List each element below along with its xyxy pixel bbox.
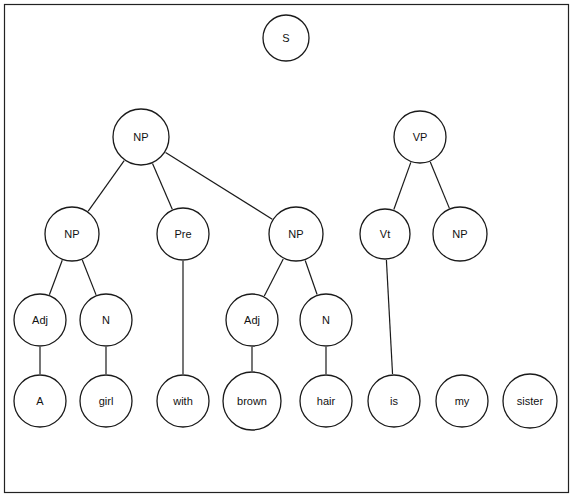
tree-node-circle: S [262, 14, 310, 62]
node-label: NP [133, 131, 148, 143]
tree-node-circle: hair [299, 374, 353, 428]
node-label: NP [64, 228, 79, 240]
tree-branch-line [305, 260, 317, 294]
node-label: brown [237, 395, 267, 407]
node-circle [157, 208, 209, 260]
tree-node-circle: Adj [225, 293, 279, 347]
node-label: N [322, 314, 330, 326]
tree-node-circle: NP [268, 206, 324, 262]
tree-node-circle: Pre [156, 207, 210, 261]
tree-branch-line [153, 164, 173, 210]
tree-node-circle: girl [79, 374, 133, 428]
tree-node-circle: Vt [359, 208, 411, 260]
tree-branch-line [182, 261, 183, 374]
node-circle [157, 375, 209, 427]
tree-node-circle: VP [393, 110, 447, 164]
node-circle [223, 372, 281, 430]
tree-branch-line [394, 162, 411, 209]
tree-node-circle: brown [222, 371, 282, 431]
tree-branch-line [251, 347, 252, 371]
border-frame [5, 5, 569, 493]
tree-node-circle: N [299, 293, 353, 347]
node-label: A [36, 395, 43, 407]
node-label: sister [517, 395, 543, 407]
node-circle [300, 375, 352, 427]
node-circle [503, 374, 557, 428]
node-circle [433, 207, 487, 261]
node-label: S [282, 32, 289, 44]
node-label: N [102, 314, 110, 326]
node-label: with [173, 395, 193, 407]
tree-branch-line [39, 347, 40, 374]
node-circle [14, 375, 66, 427]
node-label: hair [317, 395, 335, 407]
tree-branch-line [88, 161, 124, 212]
node-circle [14, 294, 66, 346]
node-label: NP [452, 228, 467, 240]
tree-node-circle: my [435, 374, 489, 428]
tree-node-circle: NP [432, 206, 488, 262]
node-label: is [390, 395, 398, 407]
node-circle [45, 207, 99, 261]
node-label: Adj [244, 314, 260, 326]
node-circle [436, 375, 488, 427]
node-circle [368, 375, 420, 427]
node-circle [226, 294, 278, 346]
node-circle [360, 209, 410, 259]
tree-node-circle: sister [502, 373, 558, 429]
tree-node-circle: Adj [13, 293, 67, 347]
tree-node-circle: is [367, 374, 421, 428]
node-label: NP [288, 228, 303, 240]
tree-branch-line [49, 260, 62, 294]
node-label: VP [413, 131, 428, 143]
tree-branch-line [105, 347, 106, 374]
node-circle [80, 294, 132, 346]
node-label: girl [99, 395, 114, 407]
tree-branch-line [82, 260, 96, 295]
node-circle [80, 375, 132, 427]
node-circle [300, 294, 352, 346]
node-circle [394, 111, 446, 163]
tree-branch-line [430, 162, 449, 208]
node-label: Adj [32, 314, 48, 326]
tree-branch-line [325, 347, 326, 374]
node-label: Pre [174, 228, 191, 240]
node-circle [269, 207, 323, 261]
tree-node-circle: A [13, 374, 67, 428]
tree-node-circle: N [79, 293, 133, 347]
tree-node-circle: with [156, 374, 210, 428]
node-circle [113, 109, 169, 165]
tree-node-circle: NP [112, 108, 170, 166]
tree-branch-line [386, 260, 392, 374]
tree-node-circle: NP [44, 206, 100, 262]
node-circle [263, 15, 309, 61]
node-label: my [455, 395, 470, 407]
tree-branch-line [264, 259, 283, 296]
node-label: Vt [380, 228, 390, 240]
